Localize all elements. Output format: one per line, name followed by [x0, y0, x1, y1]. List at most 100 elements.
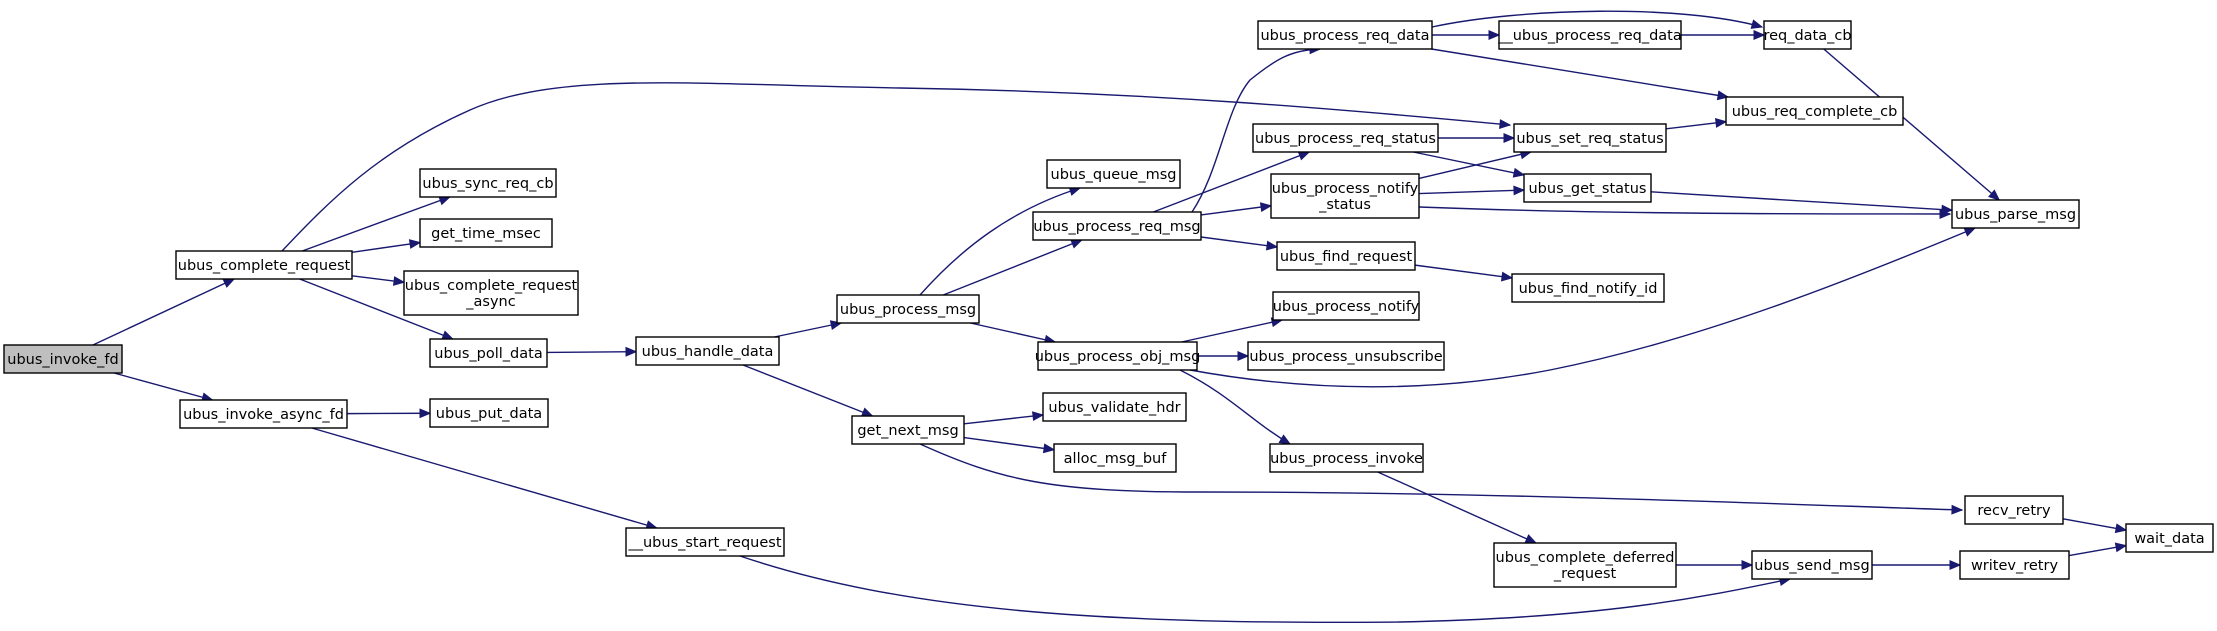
node-ubus-find-request[interactable]: ubus_find_request — [1276, 241, 1416, 271]
node-ubus-get-status[interactable]: ubus_get_status — [1523, 173, 1652, 203]
node-box — [1751, 550, 1873, 580]
edge-line — [1153, 151, 1310, 213]
node-box — [419, 218, 553, 248]
edge-line — [1414, 264, 1513, 279]
edge-get-next-msg-to-alloc-msg-buf — [963, 436, 1056, 454]
edge-line — [1418, 206, 1951, 215]
node-ubus-invoke-async-fd[interactable]: ubus_invoke_async_fd — [179, 399, 348, 429]
arrow-head-icon — [2114, 542, 2128, 553]
node-box — [1269, 443, 1424, 473]
node-ubus-process-invoke[interactable]: ubus_process_invoke — [1269, 443, 1424, 473]
arrow-head-icon — [1259, 202, 1273, 213]
node-ubus-complete-request[interactable]: ubus_complete_request — [175, 250, 353, 280]
node-label: ubus_process_unsubscribe — [1249, 349, 1442, 365]
node-ubus-start-request[interactable]: __ubus_start_request — [625, 527, 785, 557]
node-ubus-invoke-fd[interactable]: ubus_invoke_fd — [3, 344, 123, 374]
edge-line — [1181, 319, 1283, 343]
node-ubus-process-req-data[interactable]: ubus_process_req_data — [1257, 20, 1433, 50]
edge-ubus-process-msg-to-ubus-process-req-msg — [942, 239, 1083, 296]
node-box — [836, 294, 980, 324]
edge-ubus-process-req-msg-to-ubus-find-request — [1200, 236, 1279, 251]
node-ubus-set-req-status[interactable]: ubus_set_req_status — [1513, 123, 1667, 153]
node-ubus-process-msg[interactable]: ubus_process_msg — [836, 294, 980, 324]
node-box — [851, 415, 965, 445]
arrow-head-icon — [1297, 151, 1311, 161]
edge-line — [351, 241, 421, 254]
node-label: ubus_complete_deferred — [1496, 550, 1675, 566]
node-req-data-cb[interactable]: req_data_cb — [1763, 20, 1852, 50]
node-ubus-process-unsubscribe[interactable]: ubus_process_unsubscribe — [1247, 341, 1445, 371]
arrow-head-icon — [1032, 411, 1045, 422]
node-box — [175, 250, 353, 280]
node-get-time-msec[interactable]: get_time_msec — [419, 218, 553, 248]
node-label: ubus_handle_data — [642, 344, 774, 360]
node-label: req_data_cb — [1763, 28, 1851, 44]
node-label: ubus_process_obj_msg — [1035, 349, 1201, 365]
node-writev-retry[interactable]: writev_retry — [1959, 550, 2070, 580]
edge-ubus-process-req-status-to-ubus-set-req-status — [1438, 133, 1516, 143]
node-ubus-complete-request-async[interactable]: ubus_complete_request_async — [403, 270, 579, 316]
node-label: ubus_queue_msg — [1051, 167, 1177, 183]
edge-line — [1413, 151, 1525, 176]
edge-ubus-invoke-fd-to-ubus-invoke-async-fd — [113, 372, 214, 402]
arrow-head-icon — [1741, 560, 1754, 570]
edge-ubus-process-req-data-to---ubus-process-req-data — [1432, 30, 1501, 40]
edge-line — [311, 427, 657, 529]
node-box — [179, 399, 348, 429]
node-box — [419, 168, 557, 198]
node-label: ubus_process_msg — [840, 302, 976, 318]
node-label: ubus_process_notify — [1273, 299, 1420, 315]
edge-ubus-process-obj-msg-to-ubus-process-notify — [1181, 317, 1284, 343]
edge-get-next-msg-to-recv-retry — [919, 443, 1964, 515]
node-ubus-process-obj-msg[interactable]: ubus_process_obj_msg — [1035, 341, 1201, 371]
arrow-head-icon — [222, 278, 236, 288]
node-ubus-send-msg[interactable]: ubus_send_msg — [1751, 550, 1873, 580]
arrow-head-icon — [1042, 443, 1056, 454]
node-ubus-handle-data[interactable]: ubus_handle_data — [635, 336, 780, 366]
node-box — [1513, 123, 1667, 153]
edge-line — [302, 196, 450, 252]
node-get-next-msg[interactable]: get_next_msg — [851, 415, 965, 445]
arrow-head-icon — [860, 407, 874, 417]
edge-line — [281, 82, 1511, 252]
node-label: ubus_req_complete_cb — [1732, 104, 1898, 120]
node-box — [1032, 211, 1202, 241]
node-label: ubus_validate_hdr — [1048, 400, 1180, 416]
node-recv-retry[interactable]: recv_retry — [1964, 495, 2064, 525]
node-ubus-poll-data[interactable]: ubus_poll_data — [429, 338, 548, 368]
edge---ubus-process-req-data-to-req-data-cb — [1681, 30, 1766, 40]
node-ubus-process-notify[interactable]: ubus_process_notify — [1272, 291, 1420, 321]
node-ubus-process-notify-status[interactable]: ubus_process_notify_status — [1270, 173, 1420, 219]
node-box — [1725, 96, 1904, 126]
node-label: ubus_poll_data — [434, 346, 542, 362]
node-wait-data[interactable]: wait_data — [2125, 523, 2214, 553]
arrow-head-icon — [1951, 504, 1964, 515]
node-ubus-process-req-status[interactable]: ubus_process_req_status — [1252, 123, 1439, 153]
node-ubus-queue-msg[interactable]: ubus_queue_msg — [1046, 159, 1181, 189]
arrow-head-icon — [392, 276, 406, 286]
node-label: ubus_sync_req_cb — [422, 176, 553, 192]
edge-line — [963, 414, 1044, 425]
edge-ubus-handle-data-to-ubus-process-msg — [774, 320, 843, 338]
node-ubus-complete-deferred-request[interactable]: ubus_complete_deferred_request — [1493, 542, 1677, 588]
edge-ubus-process-req-data-to-req-data-cb — [1431, 10, 1764, 29]
node-ubus-req-complete-cb[interactable]: ubus_req_complete_cb — [1725, 96, 1904, 126]
node-label: ubus_get_status — [1528, 181, 1646, 197]
node-ubus-process-req-data[interactable]: __ubus_process_req_data — [1497, 20, 1682, 50]
node-ubus-find-notify-id[interactable]: ubus_find_notify_id — [1511, 273, 1665, 303]
edge-line — [942, 239, 1083, 296]
arrow-head-icon — [408, 239, 422, 249]
node-alloc-msg-buf[interactable]: alloc_msg_buf — [1053, 443, 1177, 473]
node-box — [625, 527, 785, 557]
node-box — [429, 398, 549, 428]
node-ubus-put-data[interactable]: ubus_put_data — [429, 398, 549, 428]
node-ubus-sync-req-cb[interactable]: ubus_sync_req_cb — [419, 168, 557, 198]
node-ubus-parse-msg[interactable]: ubus_parse_msg — [1951, 199, 2080, 229]
node-ubus-process-req-msg[interactable]: ubus_process_req_msg — [1032, 211, 1202, 241]
edge-recv-retry-to-wait-data — [2062, 518, 2128, 534]
node-ubus-validate-hdr[interactable]: ubus_validate_hdr — [1042, 392, 1187, 422]
edge-line — [970, 322, 1056, 343]
arrow-head-icon — [1070, 239, 1083, 249]
edge-line — [1418, 189, 1525, 195]
